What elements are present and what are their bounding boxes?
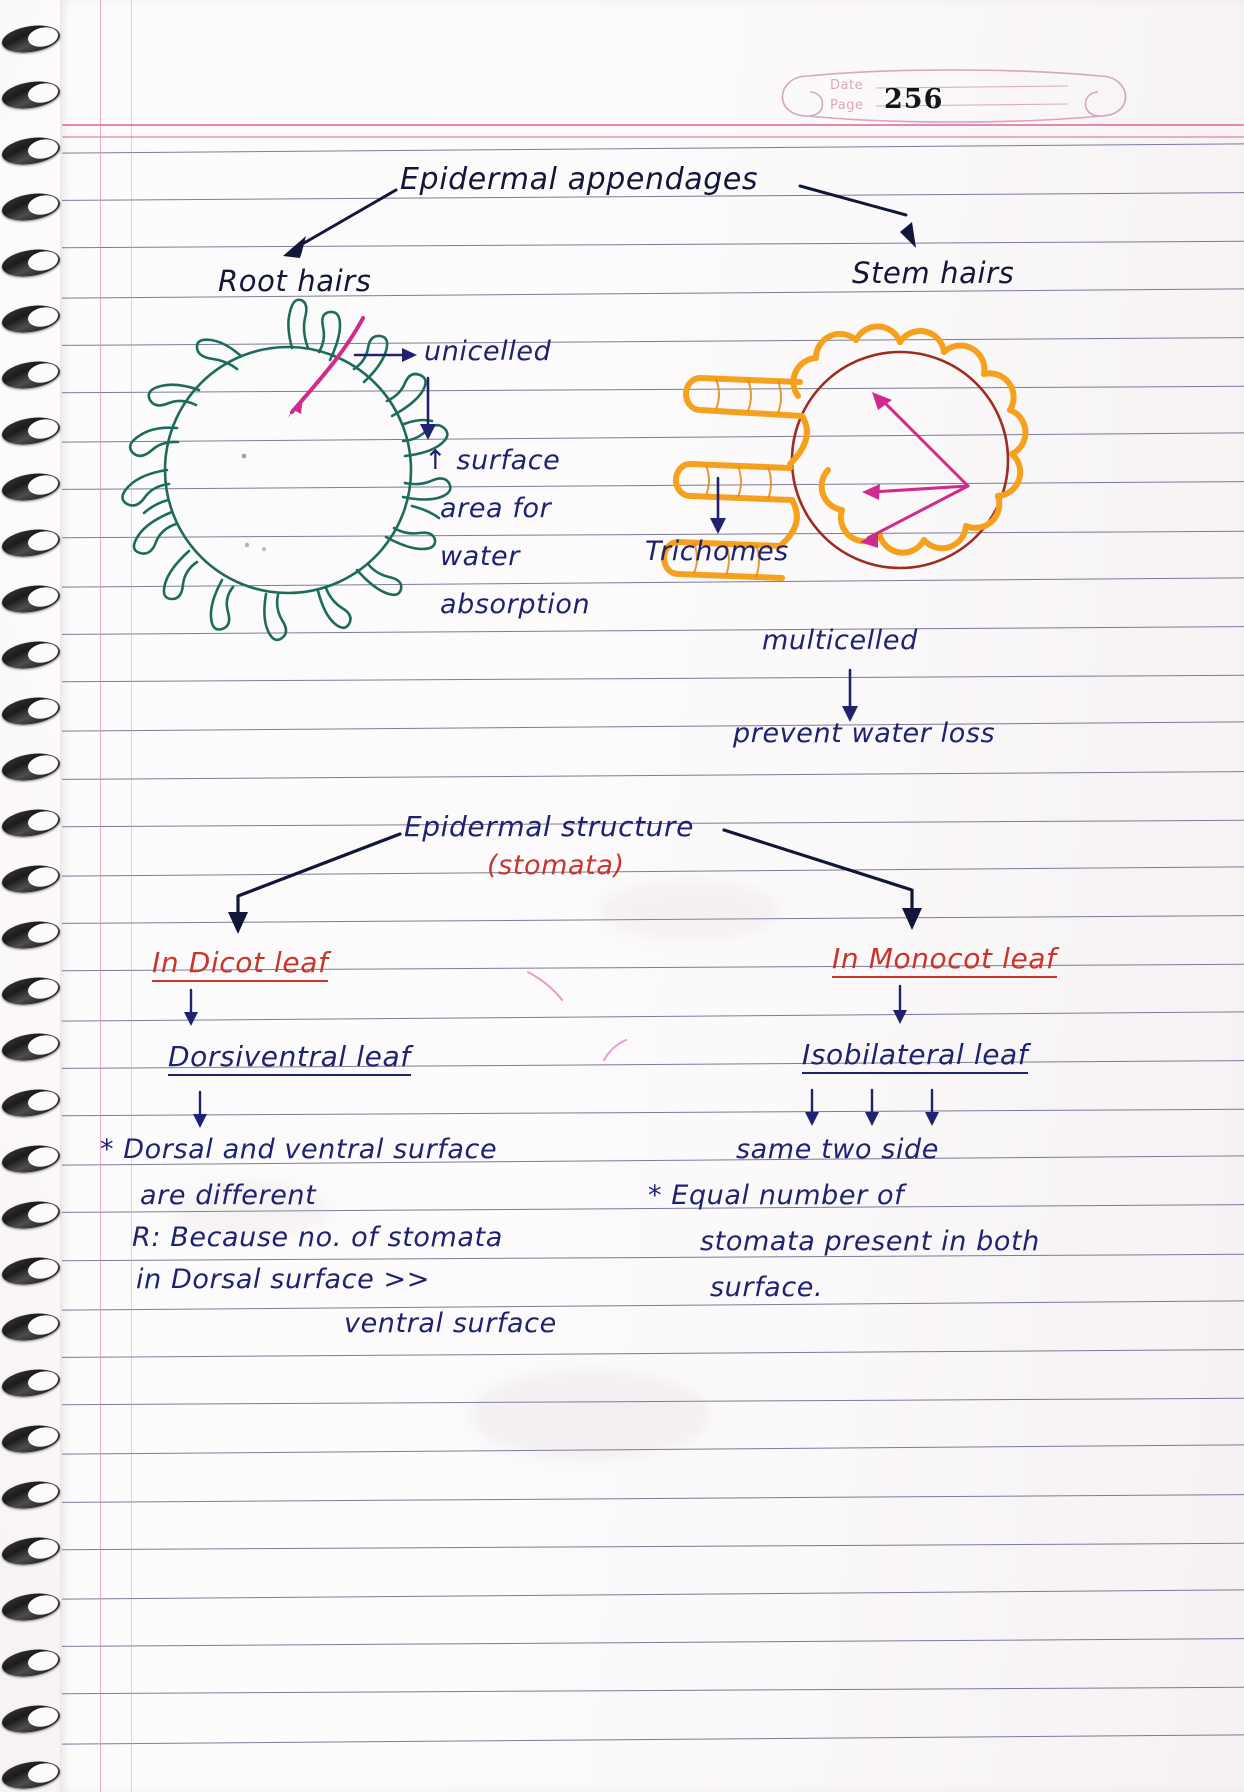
root-function-line-4: absorption (440, 589, 591, 620)
page-number: 256 (884, 84, 944, 115)
monocot-point-3: stomata present in both (700, 1226, 1040, 1257)
dicot-point-1: * Dorsal and ventral surface (100, 1134, 498, 1165)
dicot-point-2: are different (140, 1180, 317, 1211)
root-hairs-heading: Root hairs (218, 264, 372, 298)
spiral-ring (2, 526, 60, 560)
spiral-ring (2, 1478, 60, 1512)
trichomes-label: Trichomes (645, 536, 789, 567)
spiral-ring (2, 190, 60, 224)
spiral-ring (2, 1310, 60, 1344)
dicot-point-3: R: Because no. of stomata (132, 1222, 503, 1253)
unicelled-label: unicelled (424, 336, 552, 367)
spiral-ring (2, 694, 60, 728)
spiral-ring (2, 1534, 60, 1568)
spiral-ring (2, 470, 60, 504)
margin-line (100, 0, 101, 1792)
spiral-ring (2, 1198, 60, 1232)
isobilateral-leaf-label: Isobilateral leaf (802, 1038, 1029, 1074)
header-rule-top (62, 124, 1244, 126)
spiral-ring (2, 246, 60, 280)
dicot-point-4: in Dorsal surface >> (136, 1264, 430, 1295)
date-page-box: Date Page 256 (768, 62, 1140, 130)
spiral-ring (2, 134, 60, 168)
monocot-point-1: same two side (736, 1134, 939, 1165)
dicot-leaf-heading: In Dicot leaf (152, 946, 329, 982)
section-two-title: Epidermal structure (404, 810, 694, 843)
dicot-point-5: ventral surface (344, 1308, 557, 1339)
spiral-ring (2, 22, 60, 56)
monocot-point-4: surface. (710, 1272, 824, 1303)
paper-smudge (170, 1180, 330, 1240)
spiral-ring (2, 1590, 60, 1624)
section-one-title: Epidermal appendages (400, 162, 759, 197)
spiral-ring (2, 1254, 60, 1288)
monocot-point-2: * Equal number of (648, 1180, 905, 1211)
spiral-ring (2, 806, 60, 840)
root-function-line-1: ↑ surface (424, 445, 561, 476)
root-function-line-2: area for (440, 493, 552, 524)
spiral-ring (2, 974, 60, 1008)
monocot-leaf-heading: In Monocot leaf (832, 942, 1057, 978)
spiral-ring (2, 1030, 60, 1064)
stem-hairs-heading: Stem hairs (852, 256, 1015, 290)
section-two-subtitle: (stomata) (487, 850, 625, 881)
spiral-ring (2, 78, 60, 112)
page-label: Page (830, 98, 864, 113)
spiral-ring (2, 582, 60, 616)
spiral-ring (2, 358, 60, 392)
date-label: Date (830, 78, 864, 93)
spiral-ring (2, 1086, 60, 1120)
spiral-ring (2, 1758, 60, 1792)
spiral-ring (2, 1646, 60, 1680)
spiral-ring (2, 1142, 60, 1176)
spiral-ring (2, 1702, 60, 1736)
spiral-ring (2, 414, 60, 448)
spiral-ring (2, 918, 60, 952)
margin-line-secondary (131, 0, 132, 1792)
spiral-ring (2, 638, 60, 672)
dorsiventral-leaf-label: Dorsiventral leaf (168, 1040, 411, 1076)
prevent-water-loss-label: prevent water loss (733, 718, 996, 749)
paper-smudge (470, 1370, 710, 1460)
spiral-ring (2, 750, 60, 784)
multicelled-label: multicelled (762, 625, 918, 656)
spiral-ring (2, 1422, 60, 1456)
spiral-ring (2, 302, 60, 336)
spiral-ring (2, 1366, 60, 1400)
paper-smudge (600, 880, 780, 940)
root-function-line-3: water (440, 541, 520, 572)
header-rule-bottom (62, 136, 1244, 138)
spiral-binding (0, 0, 66, 1792)
spiral-ring (2, 862, 60, 896)
